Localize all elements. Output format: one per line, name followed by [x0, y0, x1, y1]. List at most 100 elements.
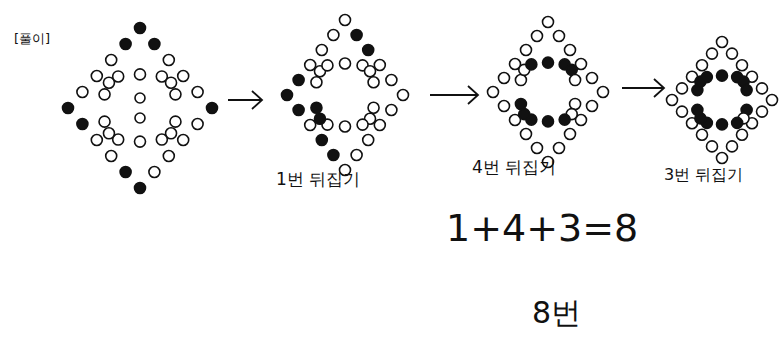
bead [499, 101, 510, 112]
bead [554, 31, 565, 42]
bead [741, 85, 752, 96]
bead [363, 45, 374, 56]
bead [697, 129, 708, 140]
bead [135, 69, 146, 80]
bead [519, 109, 530, 120]
bead [667, 95, 678, 106]
bead [156, 134, 167, 145]
bead [192, 119, 203, 130]
bead [767, 95, 778, 106]
bead [106, 151, 117, 162]
bead [305, 60, 316, 71]
bead [543, 116, 554, 127]
bead [163, 55, 174, 66]
bead [103, 128, 114, 139]
bead [515, 75, 526, 86]
bead [692, 104, 703, 115]
bead [717, 37, 728, 48]
bead [340, 121, 351, 132]
bead [374, 60, 385, 71]
bead [99, 89, 110, 100]
bead-diamond [63, 23, 218, 194]
bead [120, 167, 131, 178]
bead [357, 119, 368, 130]
bead [526, 59, 537, 70]
bead [135, 23, 146, 34]
step-note: 3번 뒤집기 [664, 166, 743, 184]
bead [340, 58, 351, 69]
step-arrow [430, 86, 478, 104]
bead [386, 75, 397, 86]
bead [368, 77, 379, 88]
bead [314, 113, 325, 124]
bead [598, 87, 609, 98]
bead [135, 113, 145, 123]
bead [91, 71, 102, 82]
bead [717, 153, 728, 164]
bead [368, 102, 379, 113]
bead [488, 87, 499, 98]
bead [340, 15, 351, 26]
bead [77, 87, 88, 98]
bead [515, 98, 526, 109]
bead [732, 117, 743, 128]
bead [587, 101, 598, 112]
bead [521, 129, 532, 140]
bead [717, 119, 728, 130]
bead [707, 48, 718, 59]
answer: 8번 [532, 296, 581, 329]
bead [559, 114, 570, 125]
bead [398, 90, 409, 101]
bead [532, 143, 543, 154]
bead [170, 89, 181, 100]
bead [363, 135, 374, 146]
bead [570, 75, 581, 86]
bead [282, 90, 293, 101]
bead [322, 60, 333, 71]
bead [293, 105, 304, 116]
bead [374, 120, 385, 131]
bead [91, 135, 102, 146]
bead [737, 60, 748, 71]
step-arrow [228, 91, 262, 109]
bead [365, 66, 376, 77]
bead [707, 141, 718, 152]
bead [149, 39, 160, 50]
bead [166, 77, 177, 88]
section-heading: [풀이] [14, 32, 50, 46]
sum-equation: 1+4+3=8 [446, 208, 638, 250]
bead [316, 45, 327, 56]
bead [63, 103, 74, 114]
bead-diamond [667, 37, 778, 164]
bead [192, 87, 203, 98]
bead [701, 72, 712, 83]
bead [554, 143, 565, 154]
bead [207, 103, 218, 114]
bead [113, 71, 124, 82]
bead [106, 55, 117, 66]
bead [293, 75, 304, 86]
bead-diamond [488, 17, 609, 168]
bead [565, 129, 576, 140]
bead [170, 116, 181, 127]
bead [135, 183, 146, 194]
bead [570, 98, 581, 109]
bead [351, 150, 362, 161]
bead [587, 73, 598, 84]
step-arrow [622, 79, 664, 97]
bead [311, 77, 322, 88]
bead [178, 71, 189, 82]
bead [163, 151, 174, 162]
bead [149, 167, 160, 178]
bead [757, 106, 768, 117]
bead [316, 135, 327, 146]
bead [77, 119, 88, 130]
bead [737, 129, 748, 140]
bead [499, 73, 510, 84]
bead [565, 45, 576, 56]
bead [305, 120, 316, 131]
bead [677, 83, 688, 94]
